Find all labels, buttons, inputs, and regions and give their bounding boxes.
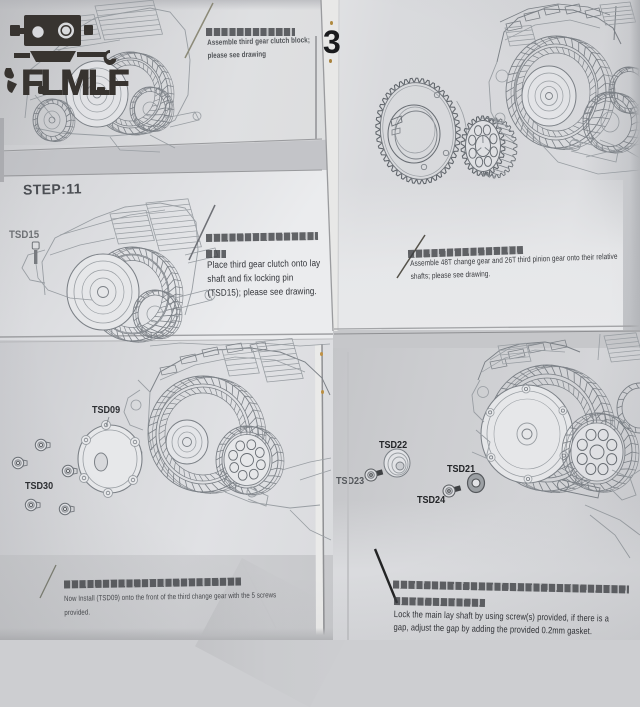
svg-text:FLMLF: FLMLF — [21, 63, 129, 103]
